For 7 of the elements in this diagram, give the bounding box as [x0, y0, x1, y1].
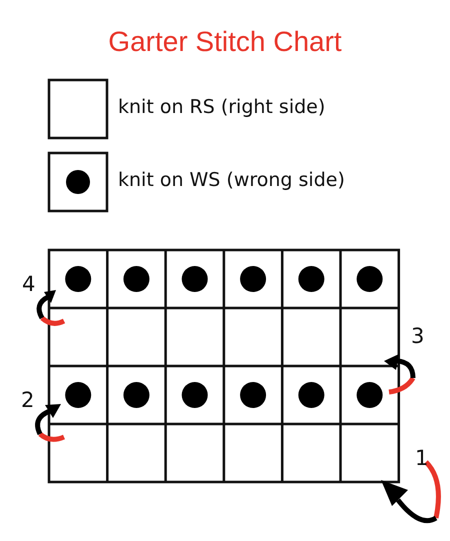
- legend-text: knit on WS (wrong side): [118, 169, 345, 191]
- row-number: 2: [21, 388, 34, 412]
- row-number: 4: [22, 272, 36, 296]
- row-number: 1: [415, 446, 428, 470]
- chart-title: Garter Stitch Chart: [107, 26, 343, 58]
- row-number: 3: [411, 324, 424, 348]
- legend-text: knit on RS (right side): [118, 96, 326, 118]
